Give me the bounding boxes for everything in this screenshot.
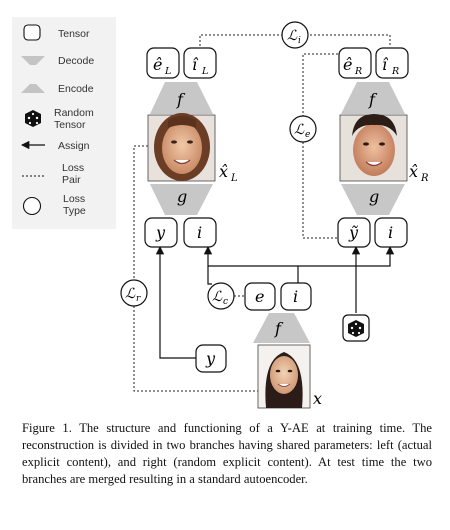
y-left-tensor [144, 217, 178, 248]
loss-c-circle [207, 282, 235, 310]
loss-e-circle [289, 115, 317, 143]
legend-random-label-2: Tensor [54, 119, 86, 131]
legend-loss-type-label-2: Type [63, 205, 86, 217]
encode-legend-icon [21, 84, 45, 93]
i-hat-r-label: î [382, 55, 389, 74]
legend-encode-label: Encode [58, 83, 94, 95]
loss-c-sub: c [223, 297, 228, 307]
legend-tensor-label: Tensor [58, 28, 90, 40]
legend-loss-type-label-1: Loss [63, 193, 85, 205]
e-hat-l-tensor [146, 47, 180, 79]
decoder-f-left [150, 82, 213, 114]
x-hat-r-label: x̂ [409, 162, 418, 181]
tensor-legend-icon [23, 24, 41, 41]
x-hat-l-label: x̂ [219, 162, 228, 181]
legend: Tensor Decode Encode Random Tensor Assig… [12, 17, 116, 229]
encoder-f-input [253, 313, 310, 343]
i-hat-r-sub: R [391, 66, 399, 77]
loss-e-sub: e [305, 130, 310, 140]
legend-loss-pair-label-2: Pair [62, 174, 81, 186]
y-label-tensor [195, 344, 227, 373]
loss-circles: ℒ i ℒ e ℒ r ℒ c [120, 21, 317, 310]
y-label-text: y [205, 349, 216, 368]
input-section: e i f y x [195, 282, 370, 409]
loss-r-sub: r [136, 294, 141, 304]
e-hat-r-sub: R [354, 66, 362, 77]
e-hat-l-label: ê [153, 55, 162, 74]
encoder-g-left-label: g [177, 187, 187, 206]
legend-assign-label: Assign [58, 140, 90, 152]
loss-type-legend-icon [22, 196, 42, 216]
decoder-f-left-label: f [176, 90, 186, 109]
e-code-tensor [244, 282, 276, 311]
loss-e-label: ℒ [294, 122, 305, 138]
dice-legend-icon [25, 110, 41, 127]
e-hat-r-label: ê [343, 55, 352, 74]
loss-pair-lines [133, 34, 391, 392]
i-left-tensor [183, 217, 217, 248]
x-hat-r-sub: R [420, 173, 429, 184]
x-input-label: x [313, 389, 322, 408]
encoder-g-right-label: g [369, 187, 379, 206]
i-hat-l-tensor [183, 47, 217, 79]
legend-loss-pair-label-1: Loss [62, 162, 84, 174]
legend-decode-label: Decode [58, 55, 94, 67]
loss-r-circle [120, 279, 148, 307]
y-tilde-label: ỹ [348, 223, 359, 242]
legend-random-label-1: Random [54, 107, 94, 119]
encoder-f-input-label: f [274, 319, 284, 338]
face-image-right [339, 114, 408, 182]
loss-i-sub: i [298, 36, 301, 46]
right-branch: ê R î R f x̂ R g ỹ i [337, 47, 429, 248]
e-hat-l-sub: L [164, 66, 171, 77]
loss-r-label: ℒ [125, 286, 136, 302]
encoder-g-right [341, 184, 405, 215]
loss-c-label: ℒ [212, 289, 223, 305]
decode-legend-icon [21, 56, 45, 65]
face-image-input [257, 344, 311, 409]
decoder-f-right-label: f [368, 90, 378, 109]
i-hat-l-label: î [192, 55, 199, 74]
i-code-tensor [280, 282, 312, 311]
i-code-label: i [293, 287, 298, 306]
face-image-left [147, 113, 216, 182]
y-ae-diagram: Tensor Decode Encode Random Tensor Assig… [12, 17, 429, 409]
e-hat-r-tensor [338, 47, 372, 79]
e-code-label: e [255, 287, 264, 306]
x-hat-l-sub: L [230, 173, 238, 184]
i-hat-r-tensor [375, 47, 409, 79]
loss-i-label: ℒ [287, 28, 298, 44]
assign-lines [155, 245, 395, 359]
y-tilde-tensor [337, 217, 371, 248]
i-hat-l-sub: L [201, 66, 208, 77]
i-right-tensor [374, 217, 408, 248]
i-left-label: i [197, 223, 202, 242]
y-left-label: y [155, 223, 166, 242]
left-branch: ê L î L f x̂ L g y i [144, 47, 238, 248]
random-tensor-dice-icon [342, 314, 370, 342]
figure-caption: Figure 1. The structure and functioning … [22, 421, 432, 486]
decoder-f-right [341, 82, 405, 114]
loss-i-circle [281, 21, 309, 49]
encoder-g-left [150, 184, 213, 215]
i-right-label: i [388, 223, 393, 242]
